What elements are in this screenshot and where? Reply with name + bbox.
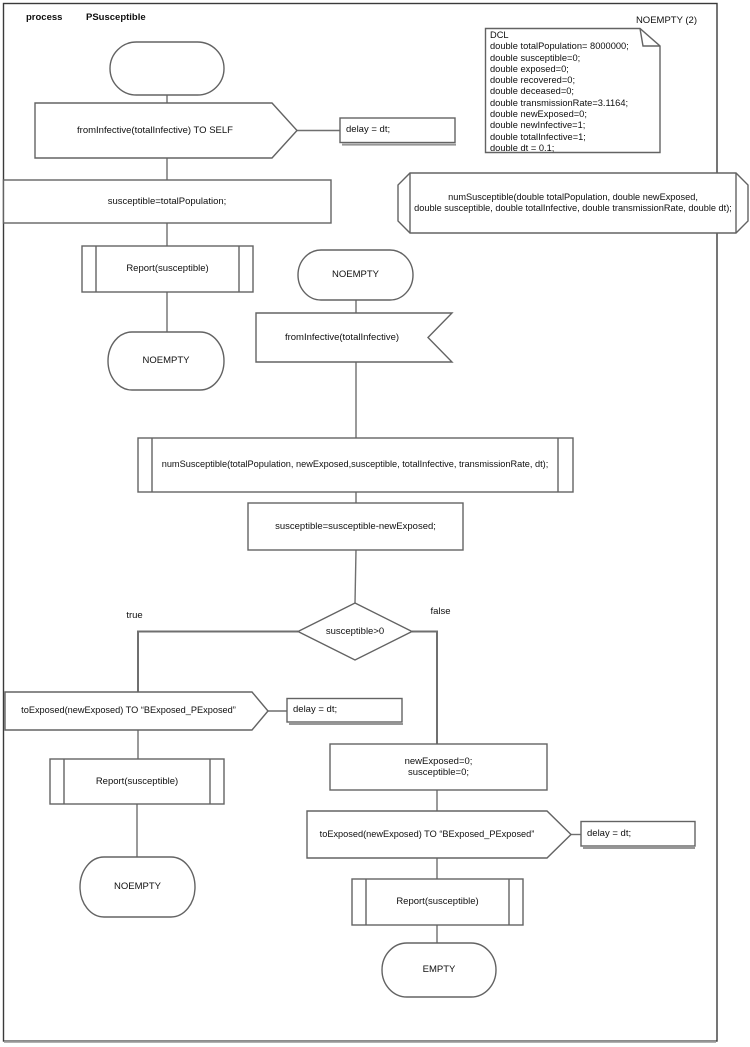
connector (354, 549, 357, 604)
dcl-note-shape (484, 27, 661, 154)
diagram-kind-label: process (26, 12, 63, 24)
state-empty-shape (381, 942, 497, 998)
delay-comment-3-box (580, 820, 696, 847)
reset-task-label: newExposed=0; susceptible=0; (404, 755, 473, 778)
report-call-2-shape (49, 758, 225, 805)
procedure-declaration-text: numSusceptible(double totalPopulation, d… (414, 191, 732, 214)
dcl-note-fold (639, 28, 660, 47)
num-susceptible-call-shape (137, 437, 574, 493)
state-noempty-2-shape (297, 249, 414, 301)
state-empty-label: EMPTY (422, 964, 456, 976)
start-state-shape (109, 41, 225, 96)
delay-comment-1-box (339, 117, 456, 144)
receive-signal-label: fromInfective(totalInfective) (284, 331, 400, 343)
delay-comment-2-box (286, 697, 403, 723)
decision-condition-label: susceptible>0 (325, 625, 385, 637)
send-to-exposed-false-label: toExposed(newExposed) TO “BExposed_PExpo… (319, 828, 535, 839)
report-call-1-label: Report(susceptible) (126, 263, 209, 275)
update-task-label: susceptible=susceptible-newExposed; (275, 520, 436, 532)
init-task-shape (2, 179, 332, 224)
branch-false-label: false (430, 605, 451, 617)
send-to-exposed-true-shape (4, 691, 269, 731)
reset-task-shape (329, 743, 548, 791)
report-call-1-shape (81, 245, 254, 293)
send-to-exposed-true-label: toExposed(newExposed) TO “BExposed_PExpo… (21, 705, 236, 716)
delay-comment-3-label: delay = dt; (587, 827, 632, 839)
num-susceptible-call-label: numSusceptible(totalPopulation, newExpos… (161, 459, 549, 470)
init-task-label: susceptible=totalPopulation; (107, 195, 227, 207)
branch-true-line (137, 630, 298, 692)
update-task-shape (247, 502, 464, 551)
receive-signal-shape (255, 312, 454, 363)
report-call-3-shape (351, 878, 524, 926)
send-to-self-label: fromInfective(totalInfective) TO SELF (77, 124, 233, 136)
state-noempty-1-shape (107, 331, 225, 391)
dcl-declarations-text: DCL double totalPopulation= 8000000; dou… (490, 30, 629, 153)
report-call-2-label: Report(susceptible) (95, 775, 179, 787)
process-name: PSusceptible (86, 12, 146, 24)
state-noempty-3-label: NOEMPTY (114, 881, 161, 893)
delay-comment-2-label: delay = dt; (293, 704, 338, 716)
send-to-self-shape (34, 102, 298, 159)
shape-layer (2, 27, 749, 998)
state-noempty-1-label: NOEMPTY (142, 355, 190, 367)
state-noempty-2-label: NOEMPTY (332, 269, 379, 281)
report-call-3-label: Report(susceptible) (396, 896, 479, 908)
connector-lines (136, 95, 581, 943)
delay-comment-1-label: delay = dt; (346, 124, 391, 136)
page-reference-label: NOEMPTY (2) (635, 14, 697, 26)
send-to-exposed-false-shape (306, 810, 573, 859)
state-noempty-3-shape (79, 856, 196, 918)
decision-shape (296, 602, 414, 661)
branch-true-label: true (126, 609, 143, 621)
branch-false-line (412, 630, 438, 744)
